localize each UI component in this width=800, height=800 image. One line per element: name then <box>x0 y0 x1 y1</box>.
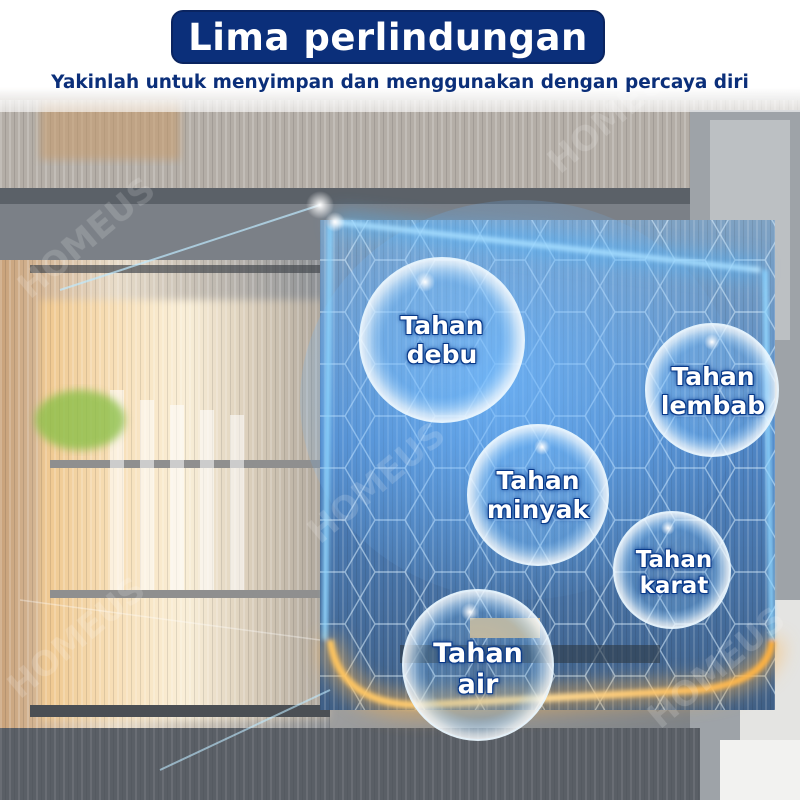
feature-water-resistant: Tahan air <box>410 624 546 714</box>
feature-label-line2: lembab <box>660 391 766 420</box>
feature-label-line2: minyak <box>486 495 590 524</box>
feature-label-line2: debu <box>406 340 478 369</box>
feature-label-line1: Tahan <box>433 637 523 669</box>
feature-label-line1: Tahan <box>635 546 713 573</box>
feature-label-line2: karat <box>639 573 709 599</box>
feature-label-line1: Tahan <box>496 466 580 496</box>
feature-label-line1: Tahan <box>671 362 755 392</box>
page-subtitle: Yakinlah untuk menyimpan dan menggunakan… <box>51 72 749 93</box>
page-title: Lima perlindungan <box>188 15 588 59</box>
feature-label-line1: Tahan <box>400 311 484 341</box>
feature-dust-resistant: Tahan debu <box>372 296 512 386</box>
title-badge: Lima perlindungan <box>171 10 605 64</box>
feature-label-line2: air <box>457 669 499 700</box>
feature-rust-resistant: Tahan karat <box>616 535 732 611</box>
feature-oil-resistant: Tahan minyak <box>468 452 608 540</box>
feature-moisture-resistant: Tahan lembab <box>648 350 778 434</box>
